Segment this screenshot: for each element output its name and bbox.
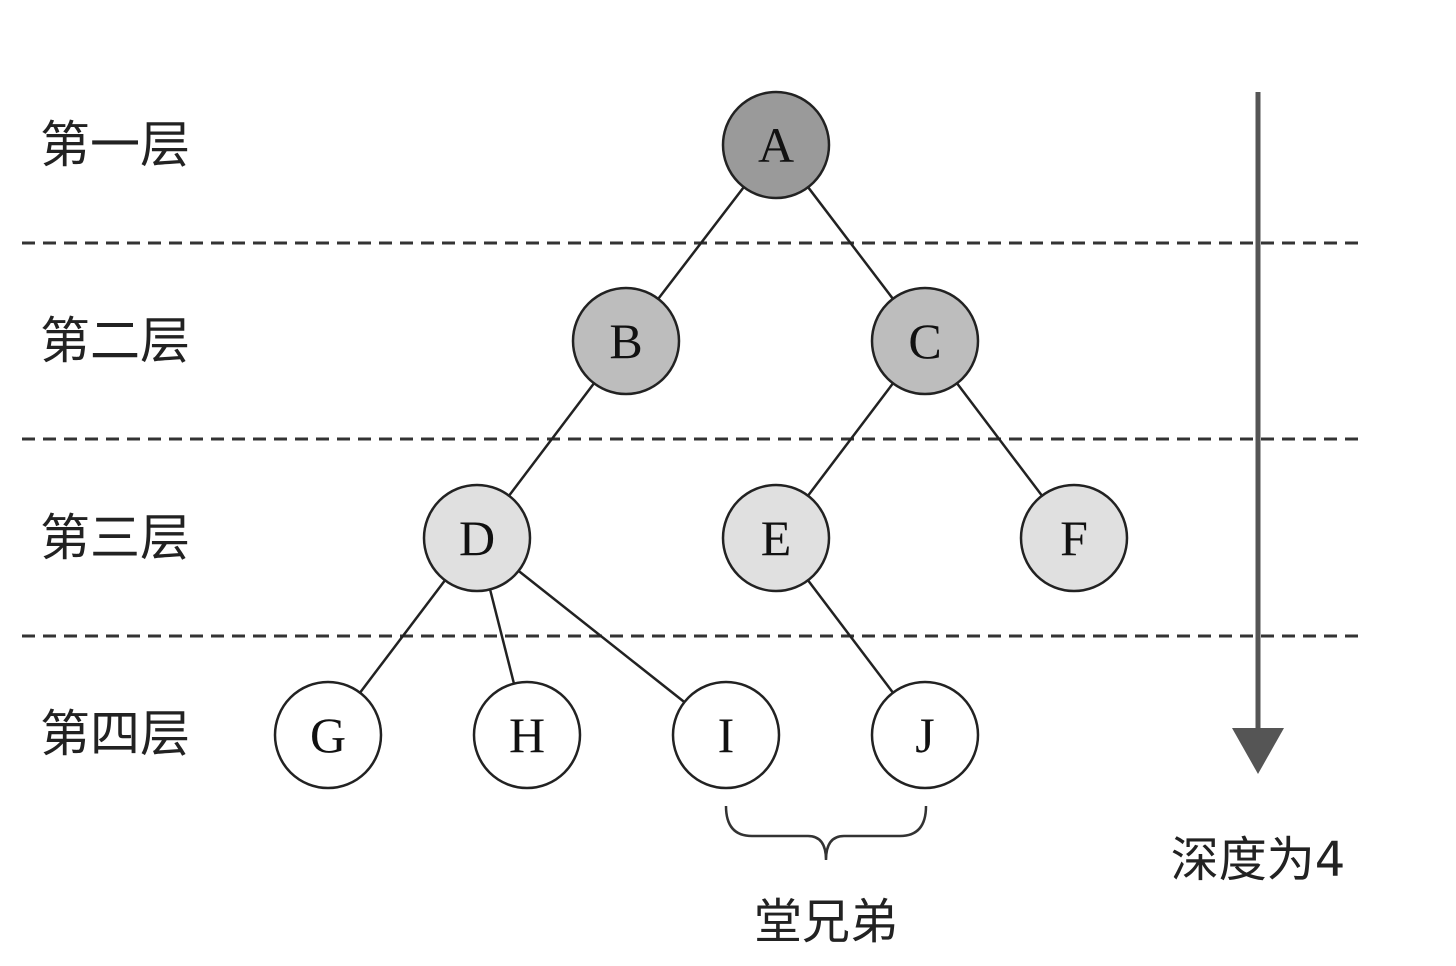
level-label-1: 第一层 [40,116,190,174]
edge-a-c [807,186,894,300]
node-circle-i [671,680,781,790]
node-label-f: F [1060,510,1088,566]
node-label-g: G [310,707,346,763]
tree-node-h: H [472,680,582,790]
tree-node-i: I [671,680,781,790]
tree-node-a: A [721,90,831,200]
node-label-j: J [915,707,934,763]
level-label-4: 第四层 [40,705,190,763]
edge-c-e [806,382,895,497]
edge-e-j [806,579,895,694]
cousins-brace [724,805,928,861]
node-label-b: B [609,313,642,369]
node-circle-d [422,483,532,593]
node-circle-a [721,90,831,200]
node-circle-c [870,286,980,396]
node-label-a: A [758,117,794,173]
node-label-h: H [509,707,545,763]
depth-label: 深度为4 [1171,832,1346,888]
edge-d-g [358,579,447,694]
tree-node-f: F [1019,483,1129,593]
edge-a-b [657,186,745,300]
depth-annotation: 深度为4 [1171,92,1346,888]
tree-node-b: B [571,286,681,396]
edge-c-f [955,382,1044,497]
node-circle-h [472,680,582,790]
node-circle-b [571,286,681,396]
level-label-2: 第二层 [40,312,190,370]
level-label-3: 第三层 [40,509,190,567]
node-label-i: I [718,707,735,763]
level-labels: 第一层 第二层 第三层 第四层 [40,116,190,763]
tree-nodes: A B C D E F G H I J [273,90,1129,790]
node-label-c: C [908,313,941,369]
node-circle-g [273,680,383,790]
tree-node-g: G [273,680,383,790]
cousins-annotation: 堂兄弟 [724,805,928,950]
node-label-d: D [459,510,495,566]
tree-node-c: C [870,286,980,396]
tree-node-j: J [870,680,980,790]
tree-edges [358,186,1044,704]
depth-arrow-head [1232,728,1284,774]
node-circle-f [1019,483,1129,593]
level-dividers [22,241,1366,638]
node-circle-e [721,483,831,593]
edge-d-h [488,589,516,684]
cousins-label: 堂兄弟 [754,894,898,950]
tree-node-d: D [422,483,532,593]
edge-b-d [507,382,596,497]
tree-node-e: E [721,483,831,593]
edge-d-i [517,569,686,704]
node-circle-j [870,680,980,790]
node-label-e: E [761,510,792,566]
